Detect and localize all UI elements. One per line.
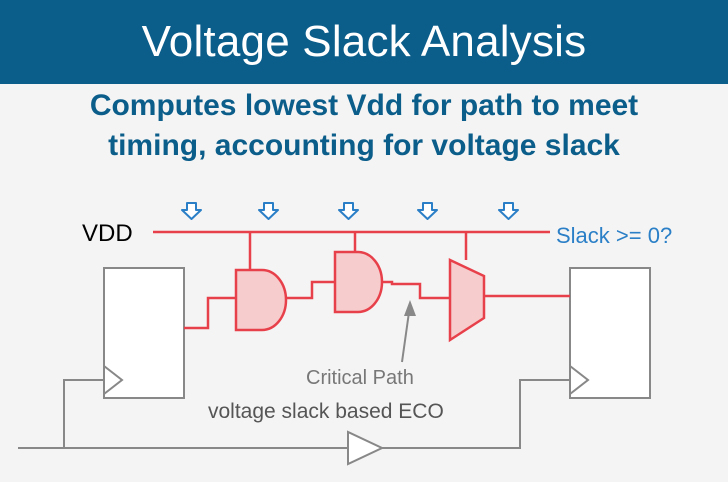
source-clock-notch [103, 365, 124, 395]
down-arrow-icon [498, 202, 519, 220]
red-wires [153, 230, 570, 330]
critical-path-pointer-head [404, 300, 416, 316]
down-arrow-icon [258, 202, 279, 220]
subtitle-line-2: timing, accounting for voltage slack [108, 129, 620, 162]
mux-gate [448, 258, 486, 343]
subtitle: Computes lowest Vdd for path to meet tim… [0, 86, 728, 166]
and-gate-2 [333, 250, 384, 314]
and-gate-1 [234, 268, 288, 332]
dest-flip-flop [569, 267, 651, 399]
page-title: Voltage Slack Analysis [141, 17, 587, 66]
source-flip-flop [103, 267, 185, 399]
subtitle-line-1: Computes lowest Vdd for path to meet [89, 89, 639, 122]
critical-path-label: Critical Path [306, 367, 414, 389]
eco-buffer [347, 430, 385, 466]
eco-wire-right [382, 379, 570, 449]
slack-label: Slack >= 0? [556, 223, 672, 248]
path-wire-1 [184, 296, 236, 330]
path-wire-2 [286, 280, 335, 300]
clock-wire-left [63, 379, 104, 448]
vdd-label: VDD [82, 220, 133, 247]
voltage-arrows [181, 202, 519, 220]
down-arrow-icon [338, 202, 359, 220]
path-wire-3 [382, 280, 450, 300]
down-arrow-icon [417, 202, 438, 220]
gray-wires [18, 304, 570, 449]
down-arrow-icon [181, 202, 202, 220]
dest-clock-notch [569, 365, 590, 395]
title-bar: Voltage Slack Analysis [0, 0, 728, 84]
eco-label: voltage slack based ECO [208, 400, 444, 423]
